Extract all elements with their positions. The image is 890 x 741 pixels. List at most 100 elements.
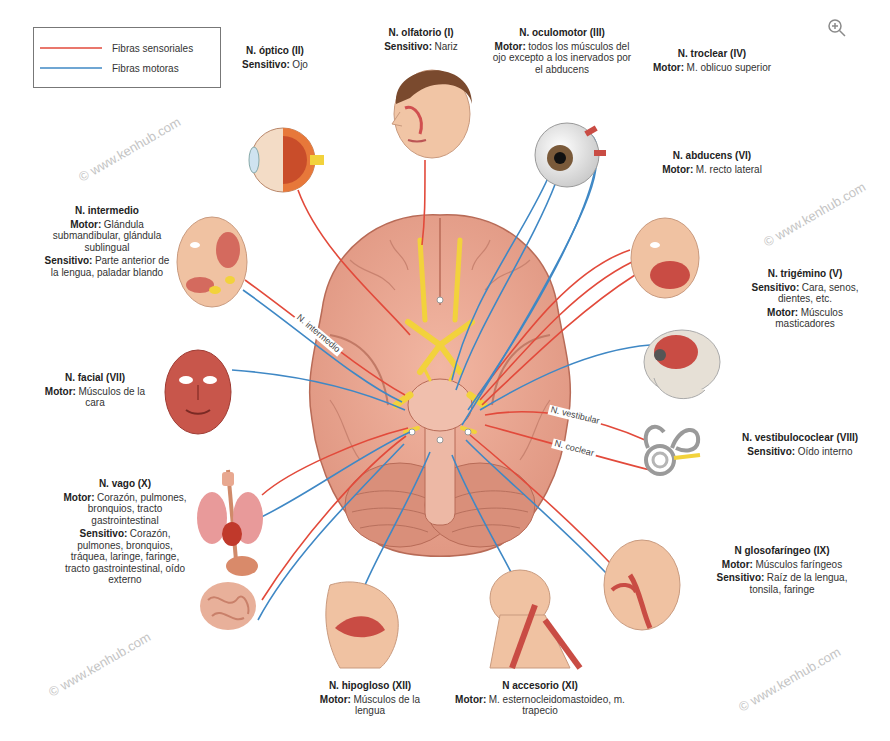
nerve-function: Motor:Músculos de la lengua — [315, 694, 425, 717]
nerve-name: N accesorio (XI) — [440, 680, 640, 692]
legend-text: Fibras sensoriales — [112, 43, 193, 54]
fibre-type: Sensitivo: — [752, 282, 800, 293]
legend-row: Fibras motoras — [40, 58, 214, 78]
illustration-path — [352, 491, 430, 532]
nerve-function: Motor:M. esternocleidomastoideo, m. trap… — [440, 694, 640, 717]
illustration-circle — [646, 446, 674, 474]
illustration-rect — [594, 150, 606, 156]
nerve-label: N glosofaríngeo (IX) Motor:Músculos farín… — [707, 545, 857, 595]
nerve-name: N. facial (VII) — [40, 372, 150, 384]
illustration-path — [232, 370, 405, 410]
innervated-target: M. esternocleidomastoideo, m. trapecio — [489, 694, 625, 717]
illustration-path — [470, 435, 612, 565]
illustration-rect — [310, 155, 324, 165]
illustration-ellipse — [654, 335, 698, 369]
nerve-name: N. óptico (II) — [225, 45, 325, 57]
nerve-label: N. facial (VII) Motor:Músculos de la cara — [40, 372, 150, 409]
face-trigeminal — [631, 218, 699, 298]
illustration-path — [408, 322, 472, 372]
illustration-path — [545, 620, 580, 668]
nerve-name: N. olfatorio (I) — [366, 27, 476, 39]
nerve-function: Sensitivo:Oído interno — [728, 446, 873, 458]
illustration-ellipse — [179, 376, 193, 384]
nerve-function: Motor:Músculos masticadores — [745, 307, 865, 330]
illustration-circle — [653, 453, 667, 467]
illustration-circle — [535, 123, 599, 187]
fibre-type: Sensitivo: — [80, 528, 128, 539]
nerve-name: N. hipogloso (XII) — [315, 680, 425, 692]
nerve-label: N. hipogloso (XII) Motor:Músculos de la l… — [315, 680, 425, 717]
watermark: © www.kenhub.com — [737, 645, 844, 715]
fibre-type: Motor: — [722, 559, 753, 570]
nerve-function: Motor:Músculos faríngeos — [707, 559, 857, 571]
watermark: © www.kenhub.com — [47, 630, 154, 700]
illustration-ellipse — [165, 350, 231, 434]
illustration-path — [243, 290, 402, 402]
illustration-path — [255, 432, 410, 520]
nerve-name: N glosofaríngeo (IX) — [707, 545, 857, 557]
illustration-circle — [547, 145, 573, 171]
neck — [490, 570, 580, 668]
illustration-path — [396, 70, 472, 104]
nerve-name: N. intermedio — [42, 205, 172, 217]
innervated-target: M. recto lateral — [696, 164, 762, 175]
fibre-type: Sensitivo: — [717, 572, 765, 583]
nerve-name: N. vestibulococlear (VIII) — [728, 432, 873, 444]
nerve-function: Sensitivo:Cara, senos, dientes, etc. — [745, 282, 865, 305]
illustration-path — [452, 455, 515, 580]
nerve-function: Motor:M. oblicuo superior — [652, 62, 772, 74]
eyeball — [535, 123, 606, 187]
illustration-path — [422, 160, 425, 245]
legend-line — [40, 67, 102, 69]
illustration-path — [612, 585, 636, 592]
face-glands — [177, 217, 247, 307]
illustration-path — [674, 455, 700, 458]
fibre-type: Sensitivo: — [45, 255, 93, 266]
illustration-path — [485, 260, 530, 290]
illustration-circle — [465, 429, 471, 435]
illustration-ellipse — [200, 582, 256, 630]
illustration-path — [392, 112, 402, 126]
legend-line-sample — [40, 43, 102, 53]
innervated-target: Músculos de la cara — [78, 386, 145, 409]
illustration-path — [197, 385, 199, 400]
nerve-function: Sensitivo:Raíz de la lengua, tonsila, fa… — [707, 572, 857, 595]
zoom-icon — [829, 20, 845, 36]
illustration-path — [480, 345, 650, 410]
illustration-path — [439, 218, 441, 305]
illustration-path — [186, 410, 210, 414]
nerve-function: Motor:Músculos de la cara — [40, 386, 150, 409]
illustration-path — [326, 582, 398, 668]
nerve-name: N. troclear (IV) — [652, 48, 772, 60]
nerve-function: Sensitivo:Nariz — [366, 41, 476, 53]
fibre-type: Motor: — [45, 386, 76, 397]
illustration-path — [672, 430, 698, 451]
illustration-ellipse — [654, 349, 666, 361]
fibre-type: Motor: — [495, 41, 526, 52]
illustration-ellipse — [222, 522, 242, 546]
illustration-ellipse — [225, 276, 235, 284]
innervated-target: Ojo — [292, 59, 308, 70]
illustration-ellipse — [644, 330, 720, 394]
illustration-path — [452, 178, 548, 380]
fibre-type: Sensitivo: — [384, 41, 432, 52]
head-pharynx — [604, 540, 680, 630]
fibre-type: Motor: — [653, 62, 684, 73]
illustration-ellipse — [203, 376, 217, 384]
nerve-label: N. troclear (IV) Motor:M. oblicuo superio… — [652, 48, 772, 73]
nerve-name: N. oculomotor (III) — [492, 27, 632, 39]
illustration-line — [840, 31, 846, 37]
illustration-path — [298, 190, 410, 335]
brain — [310, 215, 571, 556]
fibre-type: Motor: — [767, 307, 798, 318]
illustration-line — [420, 240, 425, 320]
illustration-ellipse — [650, 242, 660, 248]
illustration-ellipse — [604, 540, 680, 630]
illustration-circle — [437, 297, 443, 303]
illustration-ellipse — [226, 556, 258, 576]
illustration-path — [520, 400, 550, 460]
illustration-path — [310, 215, 571, 556]
legend-line — [40, 47, 102, 49]
legend-box: Fibras sensorialesFibras motoras — [33, 27, 221, 88]
